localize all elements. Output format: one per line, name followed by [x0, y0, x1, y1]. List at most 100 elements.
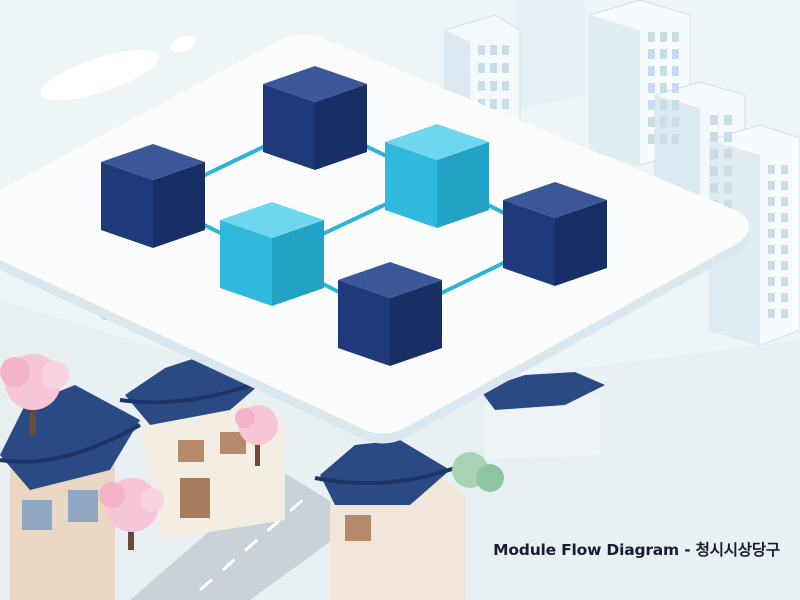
building-window: [781, 213, 788, 222]
building-window: [781, 309, 788, 318]
building-window: [710, 166, 718, 176]
building-window: [672, 83, 679, 93]
building-window: [768, 293, 775, 302]
building-window: [490, 81, 497, 91]
building-window: [672, 49, 679, 59]
building-window: [781, 245, 788, 254]
cube-top-face: [385, 124, 489, 160]
module-cube: [503, 182, 607, 286]
cube-top-face: [503, 182, 607, 218]
building-window: [710, 115, 718, 125]
building-window: [710, 132, 718, 142]
diagram-platform: [0, 34, 749, 444]
building-window: [648, 134, 655, 144]
cube-right-face: [437, 142, 489, 228]
cube-left-face: [338, 280, 390, 366]
building-window: [490, 45, 497, 55]
building-window: [781, 181, 788, 190]
building-window: [478, 81, 485, 91]
building-window: [768, 245, 775, 254]
building-window: [768, 181, 775, 190]
cube-right-face: [390, 280, 442, 366]
building-window: [710, 183, 718, 193]
building-window: [478, 99, 485, 109]
cloud: [170, 36, 196, 52]
building-window: [672, 134, 679, 144]
building-window: [768, 309, 775, 318]
building-window: [502, 99, 509, 109]
cherry-tree: [235, 405, 278, 466]
hanok-house-bottom: [314, 440, 465, 600]
module-cube: [338, 262, 442, 366]
building-window: [781, 293, 788, 302]
hanok-house-right: [480, 372, 605, 460]
building-window: [648, 66, 655, 76]
building-window: [781, 165, 788, 174]
building-window: [672, 32, 679, 42]
cube-left-face: [101, 162, 153, 248]
module-cube: [385, 124, 489, 228]
building-window: [781, 277, 788, 286]
module-cube: [263, 66, 367, 170]
building-window: [724, 183, 732, 193]
diagram-caption: Module Flow Diagram - 청시시상당구: [493, 541, 780, 559]
building-window: [478, 45, 485, 55]
building-window: [660, 66, 667, 76]
cube-left-face: [385, 142, 437, 228]
building-window: [672, 66, 679, 76]
building-window: [648, 32, 655, 42]
building-window: [768, 277, 775, 286]
cube-top-face: [338, 262, 442, 298]
building-window: [490, 99, 497, 109]
building-window: [710, 149, 718, 159]
green-bush: [476, 464, 504, 492]
building-window: [768, 213, 775, 222]
building-window: [724, 166, 732, 176]
building-window: [781, 261, 788, 270]
building-window: [724, 149, 732, 159]
building-window: [660, 83, 667, 93]
building-window: [660, 134, 667, 144]
building-window: [672, 100, 679, 110]
cube-top-face: [263, 66, 367, 102]
building-window: [648, 100, 655, 110]
building-window: [781, 197, 788, 206]
cherry-tree: [0, 354, 69, 435]
cherry-tree: [99, 478, 164, 550]
cube-right-face: [315, 84, 367, 170]
cube-top-face: [101, 144, 205, 180]
building-window: [502, 81, 509, 91]
building-window: [648, 83, 655, 93]
cube-right-face: [555, 200, 607, 286]
module-cube: [220, 202, 324, 306]
building-window: [660, 49, 667, 59]
cube-left-face: [503, 200, 555, 286]
cloud: [40, 49, 160, 101]
building-window: [660, 32, 667, 42]
building-window: [648, 117, 655, 127]
cube-left-face: [263, 84, 315, 170]
module-cube: [101, 144, 205, 248]
cube-right-face: [153, 162, 205, 248]
building-window: [490, 63, 497, 73]
road: [130, 470, 360, 600]
building-window: [672, 117, 679, 127]
cube-top-face: [220, 202, 324, 238]
building-window: [724, 200, 732, 210]
building-window: [724, 132, 732, 142]
building-window: [781, 229, 788, 238]
building-window: [768, 165, 775, 174]
cube-left-face: [220, 220, 272, 306]
road-marking: [199, 496, 306, 592]
building-window: [768, 229, 775, 238]
building-window: [502, 45, 509, 55]
building-window: [768, 197, 775, 206]
building-window: [660, 117, 667, 127]
building-window: [768, 261, 775, 270]
building-window: [648, 49, 655, 59]
diagram-nodes: [101, 66, 607, 366]
cube-right-face: [272, 220, 324, 306]
building-window: [502, 63, 509, 73]
building-window: [478, 63, 485, 73]
